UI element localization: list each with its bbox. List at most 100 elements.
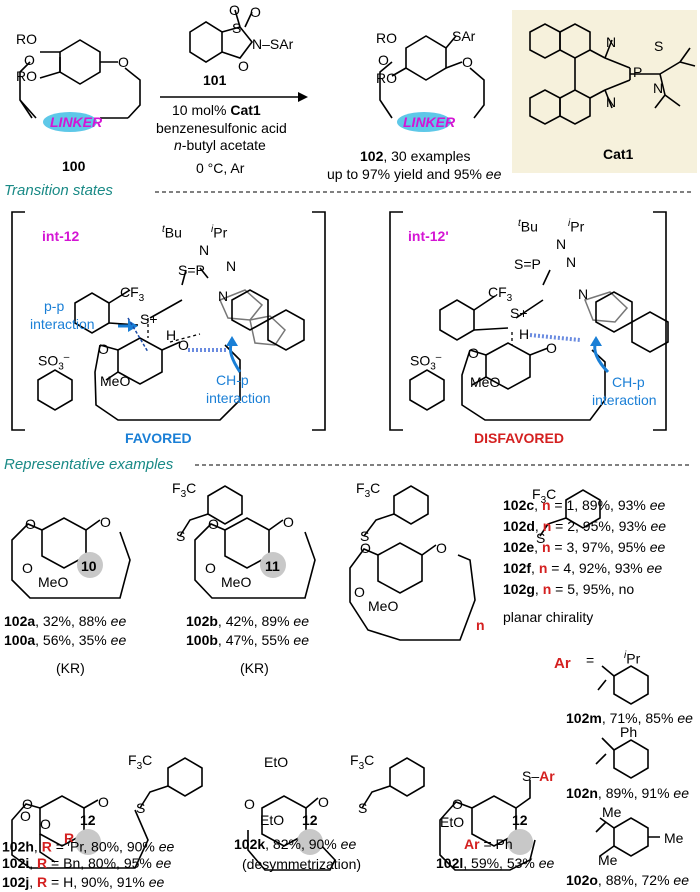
e102b-line1: 102b, 42%, 89% ee [186,613,309,629]
e102k-note: (desymmetrization) [242,856,362,872]
e102a-o-ring: O [22,560,33,576]
nlist-row-0: 102c, n = 1, 89%, 93% ee [503,497,666,513]
ar-102o-caption: 102o, 88%, 72% ee [566,872,689,888]
cat1-n-bottom: N [606,94,617,110]
ts-right-n1: N [556,236,567,252]
conditions-acid: benzenesulfonic acid [156,120,287,136]
ar-102m-caption: 102m, 71%, 85% ee [566,710,693,726]
e102h-o-right: O [98,794,109,810]
ts-right-verdict: DISFAVORED [474,430,564,446]
e102k-caption: 102k, 82%, 90% ee [234,836,357,852]
e102h-f3c: F3C [128,752,153,772]
e102c-o-ring: O [354,584,365,600]
cat1-n-top: N [606,34,617,50]
ts-right-label: int-12' [408,228,449,244]
ts-left-pp-line2: interaction [30,316,95,332]
product-ro-bottom: RO [376,70,397,86]
product-102-structure [379,35,485,132]
ts-right-n3: N [578,286,589,302]
e102h-o-ring: O [20,808,31,824]
ts-right-cf3: CF3 [488,284,513,304]
e102a-ring-size: 10 [81,558,97,574]
structure-102a [11,485,243,599]
e102k-o-right: O [318,794,329,810]
product-sar: SAr [452,28,476,44]
ts-left-label: int-12 [42,228,80,244]
e102a-s: S [176,528,186,544]
ts-right-sp: S=P [514,256,541,272]
nlist-row-3: 102f, n = 4, 92%, 93% ee [503,560,663,576]
ts-right-splus: S+ [510,305,528,321]
ts-left-o-right: O [178,337,189,353]
e102c-meo: MeO [368,598,399,614]
ts-right-ipr: iPr [568,218,585,235]
structure-102k [247,757,425,871]
ts-left-n1: N [199,242,210,258]
section-transition-states: Transition states [4,182,113,199]
reagent-101-structure [189,9,254,63]
e102a-o-right: O [100,514,111,530]
e102c-f3c: F3C [532,486,557,506]
e102h-s: S [136,800,146,816]
e102a-meo: MeO [38,574,69,590]
e102l-sar: S–Ar [522,768,555,784]
nlist-tail: planar chirality [503,609,594,625]
reagent-carbonyl-o: O [238,58,249,74]
ar-header-eq: = [586,652,595,668]
e102b-o-right: O [283,514,294,530]
e102h-o-ether: O [40,816,51,832]
ts-left-structure [37,267,305,421]
e102j-line: 102j, R = H, 90%, 91% ee [2,874,165,890]
reagent-sulfur: S [232,20,242,36]
e102l-eto: EtO [440,814,465,830]
e102c-o-right: O [436,540,447,556]
product-summary-line2: up to 97% yield and 95% ee [327,166,502,182]
e102c-o-left: O [360,540,371,556]
e102b-ring-size: 11 [265,558,280,574]
ts-left-splus: S+ [140,311,158,327]
structure-102c [349,489,601,641]
reactant-ring-o-right: O [118,54,129,70]
e102l-caption: 102l, 59%, 53% ee [436,855,555,871]
ts-right-n2: N [566,254,577,270]
ts-left-sp: S=P [178,262,205,278]
ar-102o-me2: Me [664,830,684,846]
reactant-linker: LINKER [50,114,103,130]
ar-102o-structure [595,817,660,857]
e102a-f3c: F3C [172,480,197,500]
cat1-p: P [633,64,643,80]
ar-102o-me3: Me [598,852,618,868]
ts-right-meo: MeO [470,374,501,390]
reactant-ring-o-left: O [24,52,35,68]
ts-left-o: O [98,341,109,357]
ar-header-label: Ar [554,655,571,672]
ts-left-pp-line1: p-p [44,298,65,314]
ar-102n-caption: 102n, 89%, 91% ee [566,785,689,801]
section-representative-examples: Representative examples [4,456,174,473]
e102a-line2: 100a, 56%, 35% ee [4,632,127,648]
cat1-structure [529,23,696,125]
conditions-catalyst-line: 10 mol% Cat1 [172,102,261,118]
ts-left-ipr: iPr [211,224,228,241]
e102c-s: S [536,530,546,546]
ar-102m-structure [597,665,649,705]
ts-right-so3: SO3– [410,352,442,373]
e102h-o-left: O [22,796,33,812]
e102b-meo: MeO [221,574,252,590]
product-ring-o-left: O [378,52,389,68]
ts-right-h: H [519,326,530,342]
structure-102l [439,780,536,871]
e102b-kr: (KR) [240,660,269,676]
e102k-s: S [358,800,368,816]
ar-102n-ph: Ph [620,724,638,740]
ts-left-chp-line2: interaction [206,390,271,406]
ts-left-h: H [166,327,177,343]
e102h-ring-size: 12 [80,812,96,828]
product-ro-top: RO [376,30,397,46]
nlist-row-4: 102g, n = 5, 95%, no [503,581,635,597]
ts-right-o: O [468,345,479,361]
e102l-o-left: O [452,796,463,812]
e102b-s: S [360,528,370,544]
